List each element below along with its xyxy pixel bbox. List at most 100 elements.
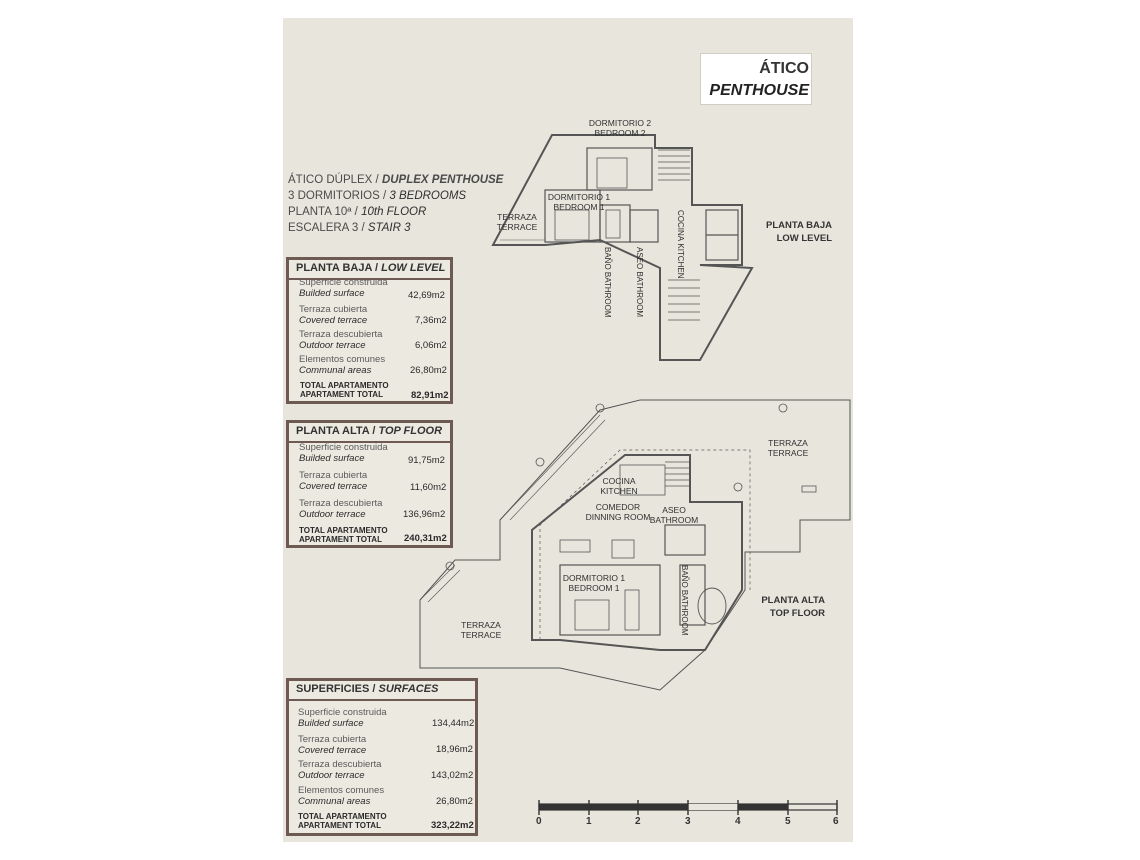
title-es: ÁTICO [759, 60, 809, 77]
top-floor-title-en: TOP FLOOR [378, 425, 443, 437]
scale-bar [538, 800, 838, 815]
row-label-en: Communal areas [299, 365, 372, 376]
row-value: 26,80m2 [410, 365, 447, 376]
row-label-en: Outdoor terrace [298, 770, 365, 781]
row-label-es: Terraza descubierta [299, 498, 383, 509]
floor-es: PLANTA 10ª / [288, 206, 362, 218]
row-value: 11,60m2 [410, 482, 447, 493]
row-label-en: Outdoor terrace [299, 509, 366, 520]
low-level-plan [491, 134, 754, 361]
surfaces-table-header: SUPERFICIES / SURFACES [289, 681, 475, 701]
row-label-es: Superficie construida [299, 442, 388, 453]
row-label-es: Terraza descubierta [298, 759, 382, 770]
row-value: 91,75m2 [408, 455, 445, 466]
row-label-es: Superficie construida [298, 707, 387, 718]
total-label-en: APARTAMENT TOTAL [298, 821, 381, 830]
total-label-es: TOTAL APARTAMENTO [299, 526, 388, 535]
low-kitchen-label: COCINA KITCHEN [676, 210, 685, 279]
row-label-en: Communal areas [298, 796, 371, 807]
scale-tick-1: 1 [586, 816, 592, 827]
row-label-es: Terraza descubierta [299, 329, 383, 340]
floor-en: 10th FLOOR [361, 206, 427, 218]
low-level-title-es: PLANTA BAJA / [296, 262, 382, 274]
low-level-title-en: LOW LEVEL [381, 262, 446, 274]
row-label-es: Terraza cubierta [298, 734, 367, 745]
scale-tick-6: 6 [833, 816, 839, 827]
row-value: 26,80m2 [436, 796, 473, 807]
row-label-en: Builded surface [298, 718, 364, 729]
row-label-es: Terraza cubierta [299, 304, 368, 315]
surfaces-title-es: SUPERFICIES / [296, 683, 379, 695]
row-value: 7,36m2 [415, 315, 447, 326]
top-floor-table-header: PLANTA ALTA / TOP FLOOR [289, 423, 450, 443]
row-label-en: Covered terrace [299, 481, 368, 492]
low-aseo-label: ASEO BATHROOM [635, 247, 644, 318]
total-value: 82,91m2 [411, 390, 449, 401]
type-en: DUPLEX PENTHOUSE [381, 174, 504, 186]
scale-tick-2: 2 [635, 816, 641, 827]
total-value: 240,31m2 [404, 533, 447, 544]
scale-tick-0: 0 [536, 816, 542, 827]
stair-en: STAIR 3 [367, 222, 411, 234]
row-value: 134,44m2 [432, 718, 475, 729]
rooms-en: 3 BEDROOMS [389, 190, 467, 202]
total-value: 323,22m2 [431, 820, 474, 831]
row-label-es: Superficie construida [299, 277, 388, 288]
type-es: ÁTICO DÚPLEX / [288, 174, 382, 186]
total-label-en: APARTAMENT TOTAL [300, 390, 383, 399]
scale-tick-5: 5 [785, 816, 791, 827]
total-label-es: TOTAL APARTAMENTO [300, 381, 389, 390]
row-value: 42,69m2 [408, 290, 445, 301]
row-label-en: Outdoor terrace [299, 340, 366, 351]
top-floor-title-es: PLANTA ALTA / [296, 425, 379, 437]
apartment-info: ÁTICO DÚPLEX / DUPLEX PENTHOUSE 3 DORMIT… [288, 172, 503, 236]
rooms-es: 3 DORMITORIOS / [288, 190, 390, 202]
surfaces-table: SUPERFICIES / SURFACES [286, 678, 478, 836]
row-label-en: Covered terrace [298, 745, 367, 756]
row-label-es: Elementos comunes [298, 785, 385, 796]
row-value: 136,96m2 [403, 509, 446, 520]
total-label-en: APARTAMENT TOTAL [299, 535, 382, 544]
scale-tick-3: 3 [685, 816, 691, 827]
scale-tick-4: 4 [735, 816, 741, 827]
title-box: ÁTICO PENTHOUSE [700, 53, 812, 105]
low-level-table-header: PLANTA BAJA / LOW LEVEL [289, 260, 450, 280]
total-label-es: TOTAL APARTAMENTO [298, 812, 387, 821]
surfaces-title-en: SURFACES [378, 683, 439, 695]
row-label-es: Elementos comunes [299, 354, 386, 365]
row-value: 143,02m2 [431, 770, 474, 781]
row-label-en: Builded surface [299, 288, 365, 299]
top-bath-label: BAÑO BATHROOM [680, 565, 689, 636]
stair-es: ESCALERA 3 / [288, 222, 368, 234]
top-floor-plan [419, 399, 851, 691]
title-en: PENTHOUSE [709, 82, 809, 99]
low-bath-label: BAÑO BATHROOM [603, 247, 612, 318]
row-label-en: Builded surface [299, 453, 365, 464]
row-value: 18,96m2 [436, 744, 473, 755]
top-floor-table: PLANTA ALTA / TOP FLOOR [286, 420, 453, 548]
